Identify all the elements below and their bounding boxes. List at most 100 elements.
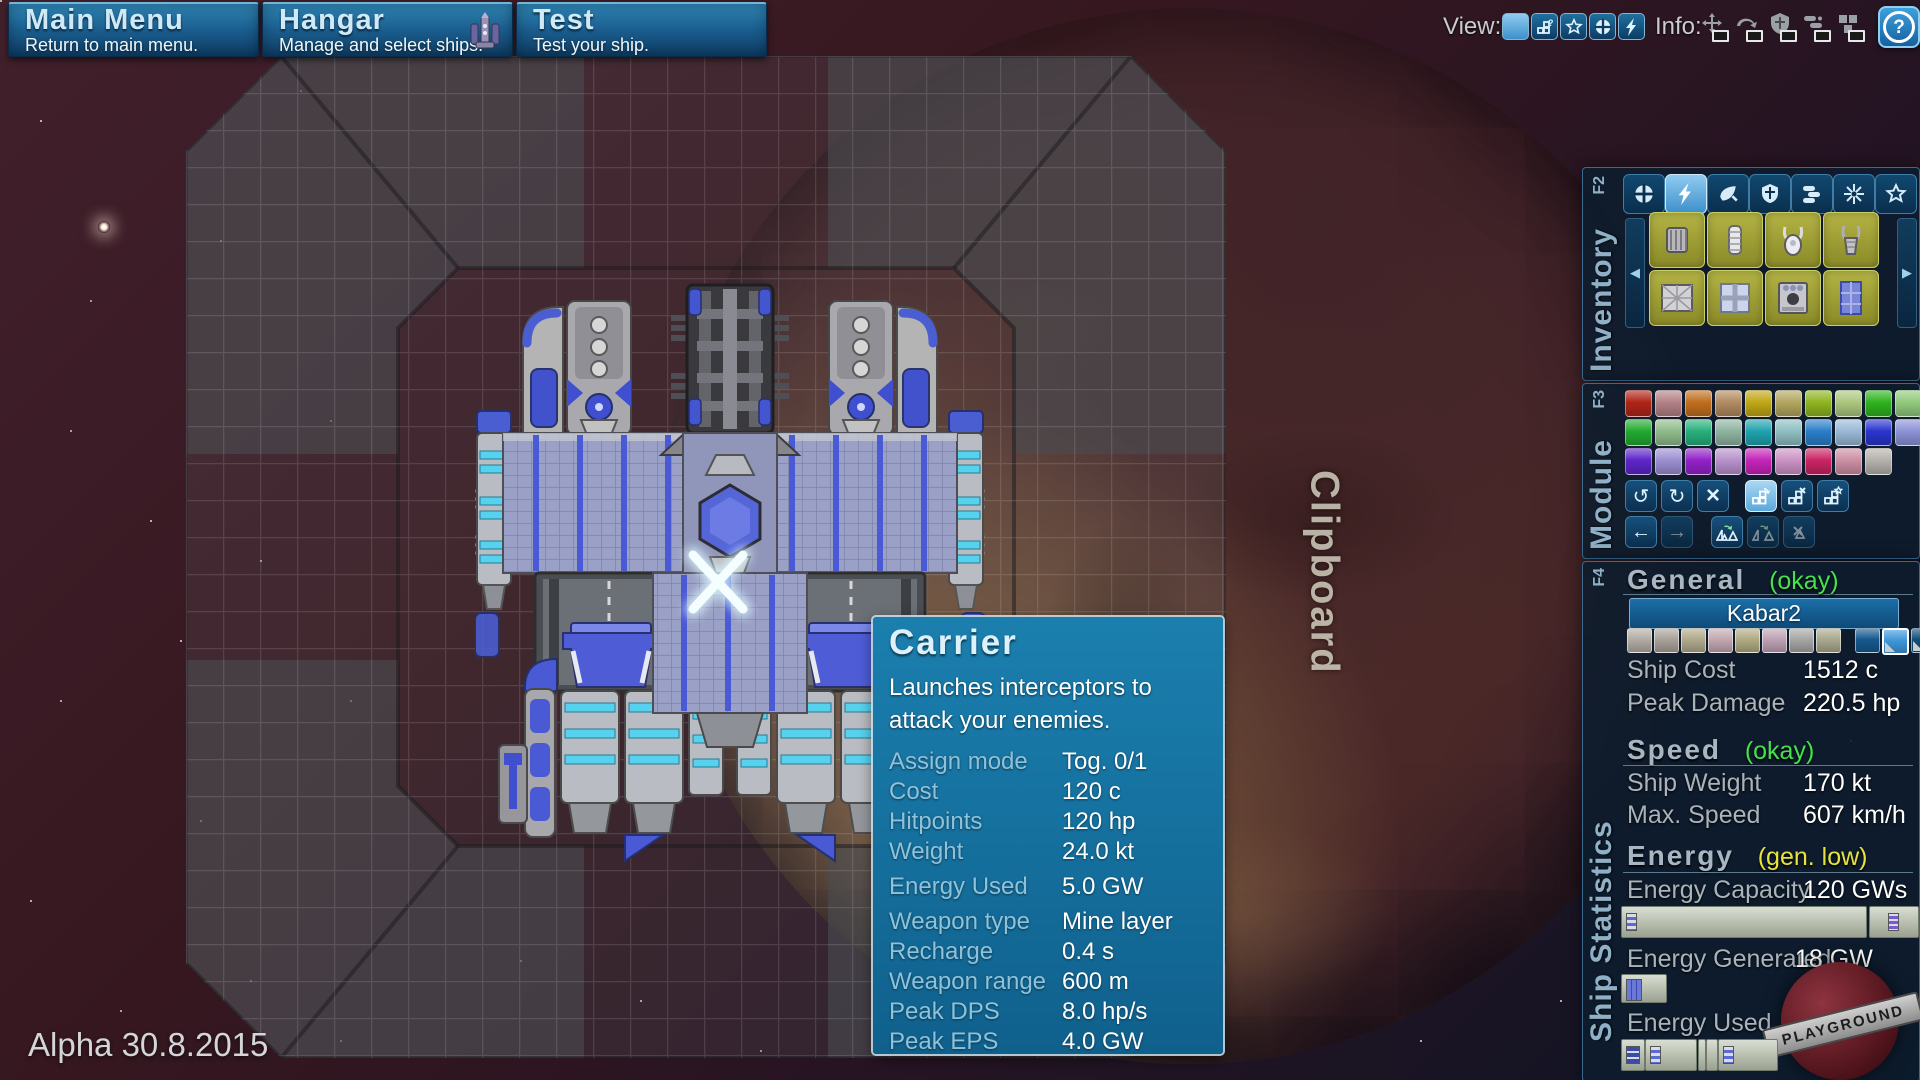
- color-swatch[interactable]: [1775, 419, 1802, 446]
- blocks-delete-button[interactable]: [1781, 480, 1813, 512]
- color-swatch[interactable]: [1805, 419, 1832, 446]
- hull-color-swatch[interactable]: [1681, 628, 1706, 653]
- tab-hangar[interactable]: Hangar Manage and select ships.: [262, 2, 513, 57]
- color-swatch[interactable]: [1745, 419, 1772, 446]
- help-button[interactable]: ?: [1878, 6, 1920, 48]
- color-swatch[interactable]: [1835, 419, 1862, 446]
- redo-button[interactable]: ↻: [1661, 480, 1693, 512]
- inventory-item-cylinder[interactable]: [1707, 212, 1763, 268]
- ship-canvas[interactable]: [475, 283, 985, 863]
- color-swatch[interactable]: [1655, 419, 1682, 446]
- view-energy-button[interactable]: [1618, 13, 1645, 40]
- inventory-item-solar[interactable]: [1823, 270, 1879, 326]
- corner-shape-swatch-selected[interactable]: [1882, 628, 1909, 655]
- color-swatch[interactable]: [1865, 448, 1892, 475]
- inventory-category-star[interactable]: [1875, 174, 1917, 214]
- inventory-category-shield[interactable]: [1749, 174, 1791, 214]
- inventory-category-crosshair[interactable]: [1623, 174, 1665, 214]
- color-swatch[interactable]: [1835, 448, 1862, 475]
- color-swatch[interactable]: [1685, 419, 1712, 446]
- inventory-item-claw-white[interactable]: [1765, 212, 1821, 268]
- palette-row-2: [1625, 419, 1920, 446]
- info-thrust-icon[interactable]: [1700, 12, 1729, 42]
- color-swatch[interactable]: [1625, 390, 1652, 417]
- energy-capacity-bar-segment[interactable]: [1869, 906, 1919, 938]
- stat-value: 120 hp: [1062, 808, 1136, 835]
- color-swatch[interactable]: [1715, 419, 1742, 446]
- view-color-button[interactable]: [1502, 13, 1529, 40]
- inventory-category-burst[interactable]: [1833, 174, 1875, 214]
- corner-shape-swatch[interactable]: [1855, 628, 1880, 653]
- color-swatch[interactable]: [1685, 390, 1712, 417]
- info-blocks-icon[interactable]: [1836, 12, 1865, 42]
- color-swatch[interactable]: [1715, 448, 1742, 475]
- color-swatch[interactable]: [1775, 448, 1802, 475]
- color-swatch[interactable]: [1775, 390, 1802, 417]
- corner-shape-swatch[interactable]: [1911, 628, 1920, 653]
- color-swatch[interactable]: [1685, 448, 1712, 475]
- color-swatch[interactable]: [1715, 390, 1742, 417]
- hull-color-swatch[interactable]: [1789, 628, 1814, 653]
- color-swatch[interactable]: [1625, 419, 1652, 446]
- undo-button[interactable]: ↺: [1625, 480, 1657, 512]
- energy-used-bar-segment[interactable]: [1621, 1039, 1645, 1071]
- blocks-star-icon: [1824, 486, 1843, 505]
- inventory-category-thruster[interactable]: [1707, 174, 1749, 214]
- tab-main-menu[interactable]: Main Menu Return to main menu.: [8, 2, 259, 57]
- view-crosshair-button[interactable]: [1589, 13, 1616, 40]
- nav-back-button[interactable]: ←: [1625, 516, 1657, 548]
- inventory-scroll-right[interactable]: ▶: [1897, 218, 1917, 328]
- tooltip-stat-row: Weapon range 600 m: [873, 968, 1223, 998]
- mirror-convert-alt-button[interactable]: [1747, 516, 1779, 548]
- inventory-item-panel-cross[interactable]: [1707, 270, 1763, 326]
- blocks-star-button[interactable]: [1817, 480, 1849, 512]
- color-swatch[interactable]: [1745, 390, 1772, 417]
- color-swatch[interactable]: [1655, 448, 1682, 475]
- color-swatch[interactable]: [1805, 448, 1832, 475]
- color-swatch[interactable]: [1895, 390, 1920, 417]
- speed-heading: Speed (okay): [1627, 734, 1814, 766]
- color-swatch[interactable]: [1805, 390, 1832, 417]
- energy-used-bar-segment[interactable]: [1718, 1039, 1778, 1071]
- info-weapons-icon[interactable]: [1802, 12, 1831, 42]
- triangle-delete-button[interactable]: [1783, 516, 1815, 548]
- inventory-scroll-left[interactable]: ◀: [1625, 218, 1645, 328]
- inventory-category-ammo[interactable]: [1791, 174, 1833, 214]
- ship-name-field[interactable]: Kabar2: [1629, 598, 1899, 629]
- color-swatch[interactable]: [1865, 390, 1892, 417]
- hull-color-swatch[interactable]: [1654, 628, 1679, 653]
- view-star-button[interactable]: [1560, 13, 1587, 40]
- mirror-convert-button[interactable]: [1711, 516, 1743, 548]
- inventory-item-factory[interactable]: [1765, 270, 1821, 326]
- color-swatch[interactable]: [1745, 448, 1772, 475]
- stat-label: Cost: [889, 778, 939, 805]
- energy-used-bar-segment[interactable]: [1706, 1039, 1718, 1071]
- crosshair-icon: [1594, 18, 1611, 35]
- energy-used-bar-segment[interactable]: [1698, 1039, 1706, 1071]
- energy-capacity-bar[interactable]: [1621, 906, 1867, 938]
- inventory-category-lightning[interactable]: [1665, 174, 1707, 214]
- inventory-item-claw-grey[interactable]: [1823, 212, 1879, 268]
- hull-color-swatch[interactable]: [1627, 628, 1652, 653]
- hull-color-swatch[interactable]: [1708, 628, 1733, 653]
- delete-button[interactable]: ×: [1697, 480, 1729, 512]
- info-turning-icon[interactable]: [1734, 12, 1763, 42]
- color-swatch[interactable]: [1835, 390, 1862, 417]
- energy-generated-bar[interactable]: [1621, 974, 1667, 1003]
- inventory-item-armor-plate[interactable]: [1649, 270, 1705, 326]
- info-shield-icon[interactable]: [1768, 12, 1797, 42]
- thruster-icon: [1720, 186, 1738, 202]
- inventory-item-container[interactable]: [1649, 212, 1705, 268]
- color-swatch[interactable]: [1625, 448, 1652, 475]
- hull-color-swatch[interactable]: [1762, 628, 1787, 653]
- blocks-replace-button[interactable]: [1745, 480, 1777, 512]
- color-swatch[interactable]: [1865, 419, 1892, 446]
- hull-color-swatch[interactable]: [1816, 628, 1841, 653]
- nav-forward-button[interactable]: →: [1661, 516, 1693, 548]
- color-swatch[interactable]: [1655, 390, 1682, 417]
- tab-test[interactable]: Test Test your ship.: [516, 2, 767, 57]
- color-swatch[interactable]: [1895, 419, 1920, 446]
- hull-color-swatch[interactable]: [1735, 628, 1760, 653]
- view-blocks-query-button[interactable]: ?: [1531, 13, 1558, 40]
- energy-used-bar-segment[interactable]: [1645, 1039, 1697, 1071]
